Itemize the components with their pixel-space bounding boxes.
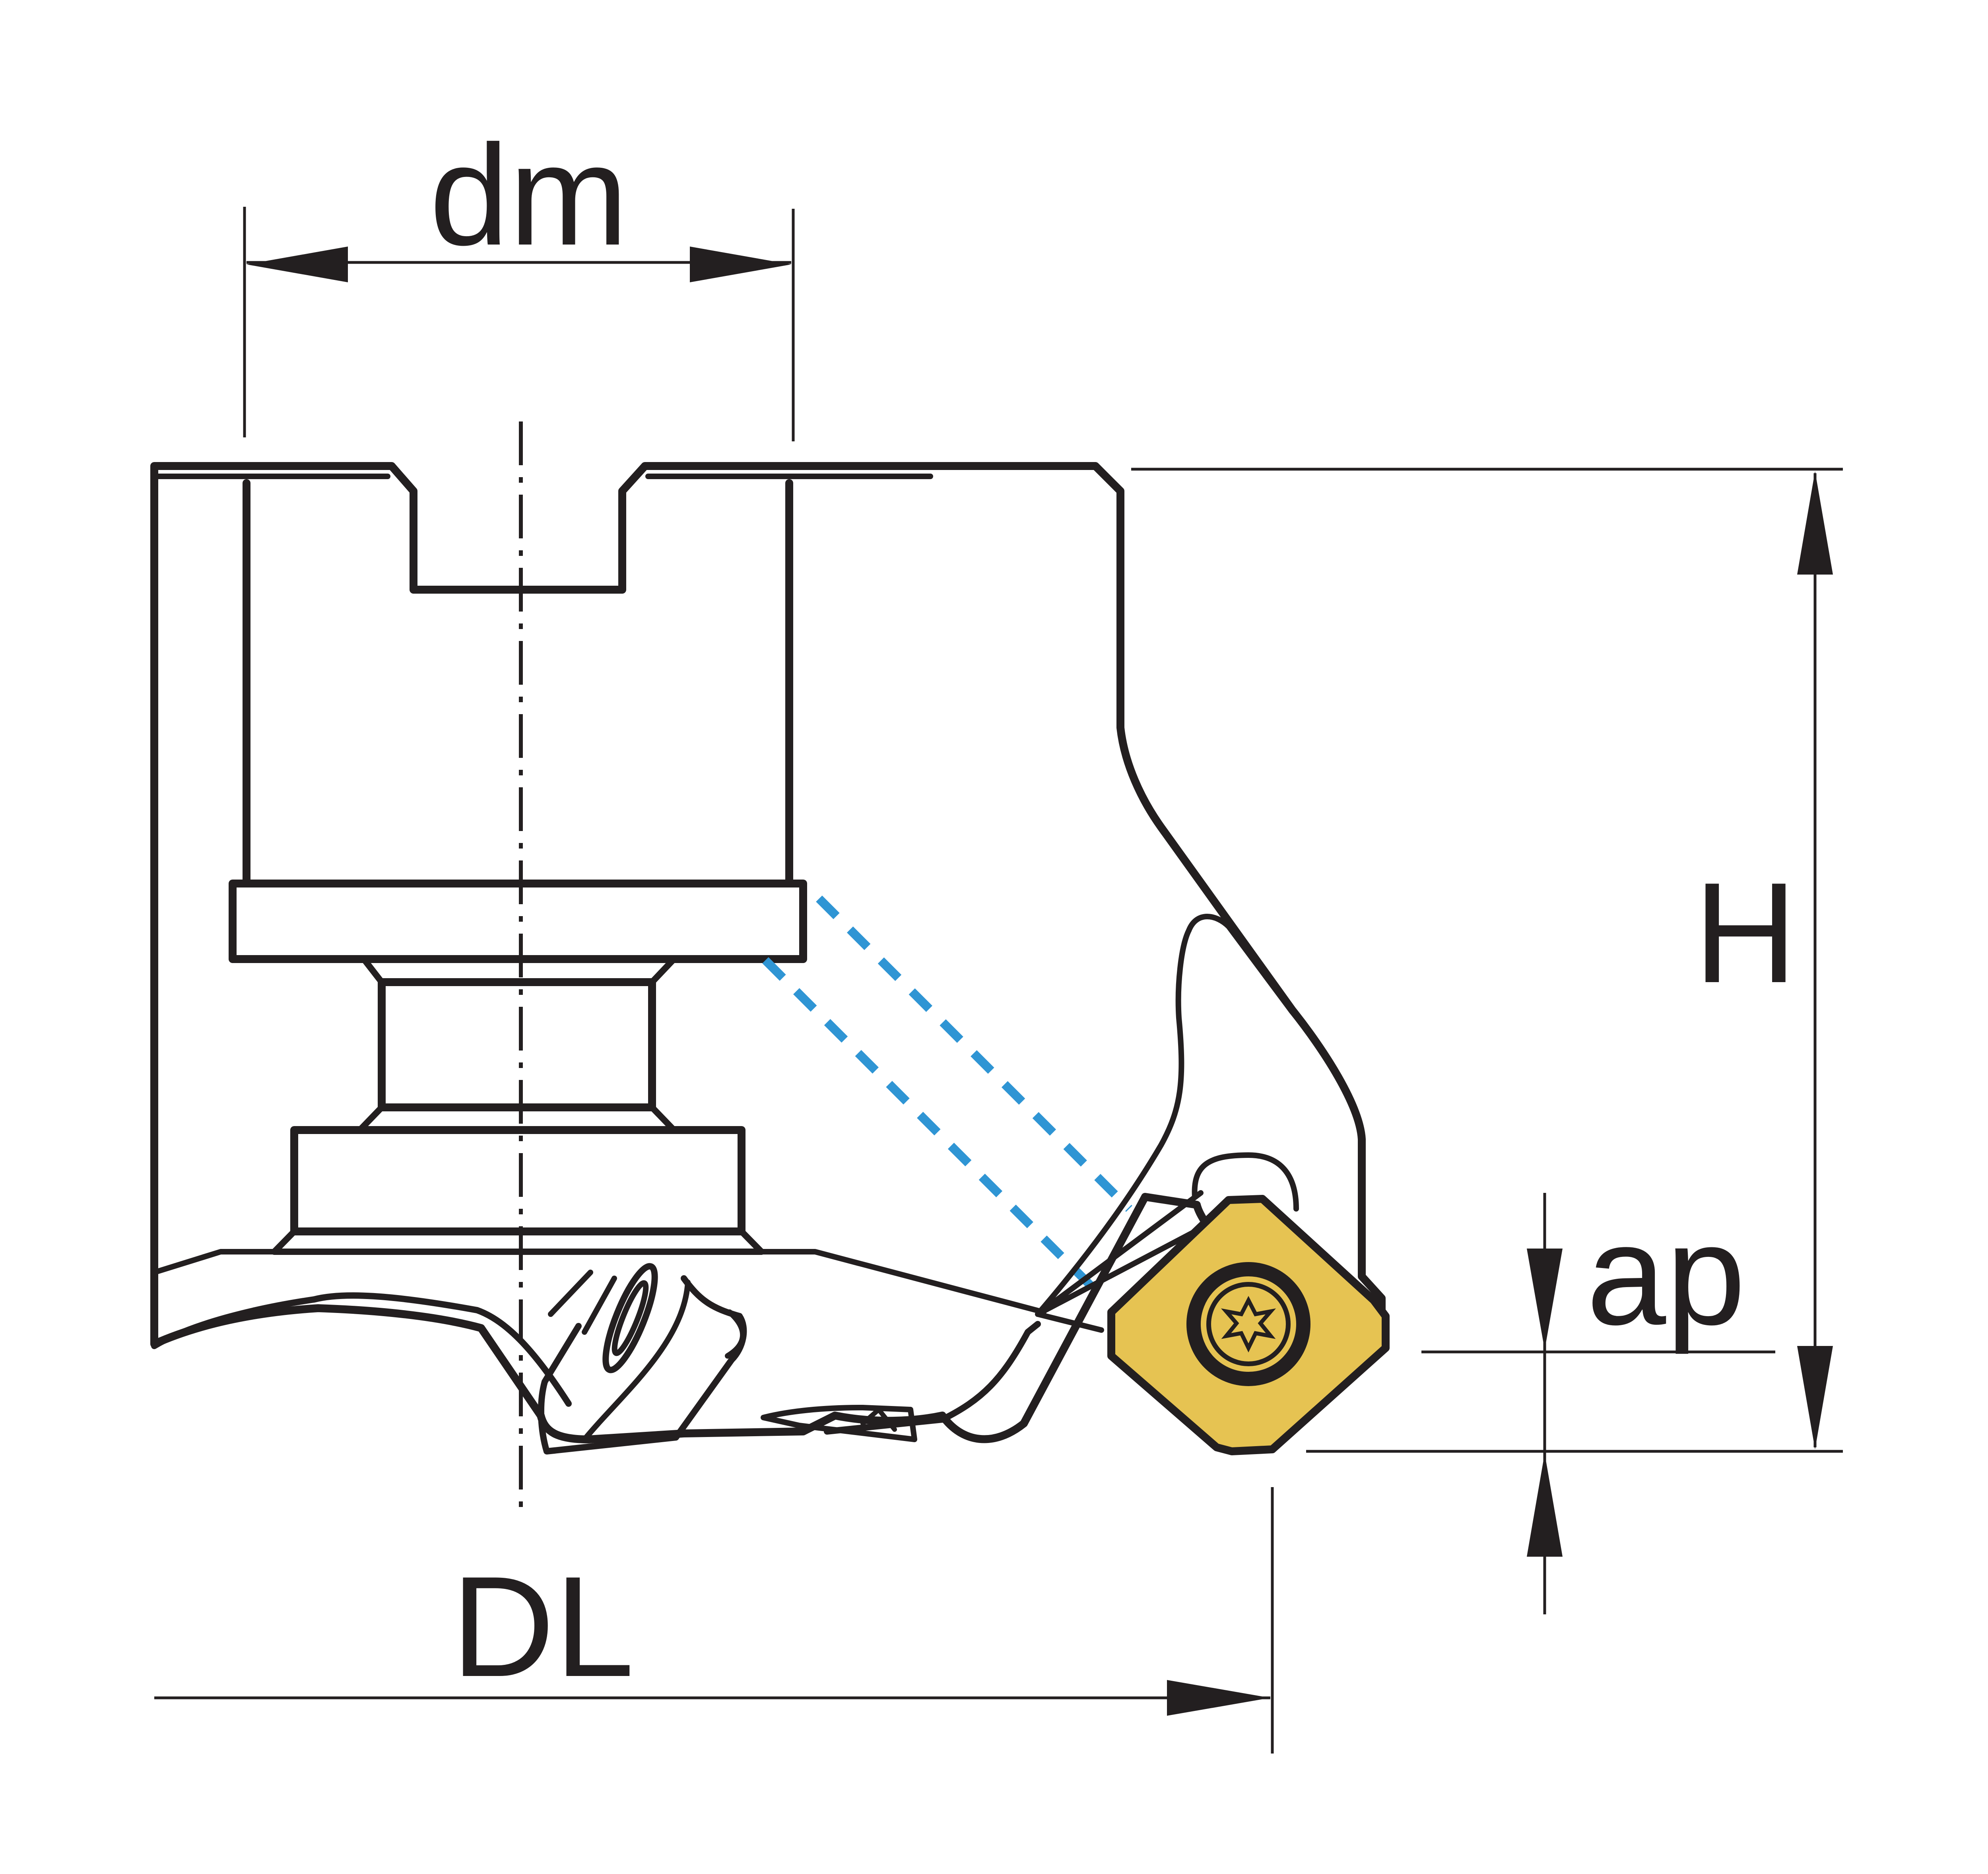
H-label: H [1694,853,1797,1013]
dm-label: dm [429,115,628,275]
DL-dimension [154,1487,1274,1754]
H-dimension [1131,468,1843,1453]
lower-contour [151,1292,1041,1435]
coolant-channel [762,895,1132,1303]
spindle-bore [151,474,1046,1315]
torx-screw-icon [1221,1296,1276,1353]
DL-label: DL [451,1547,634,1707]
dm-dimension [243,207,795,441]
secondary-insert [538,1263,747,1455]
cutting-insert [1107,1195,1390,1455]
ap-label: ap [1586,1195,1745,1355]
ap-dimension [1421,1193,1775,1614]
